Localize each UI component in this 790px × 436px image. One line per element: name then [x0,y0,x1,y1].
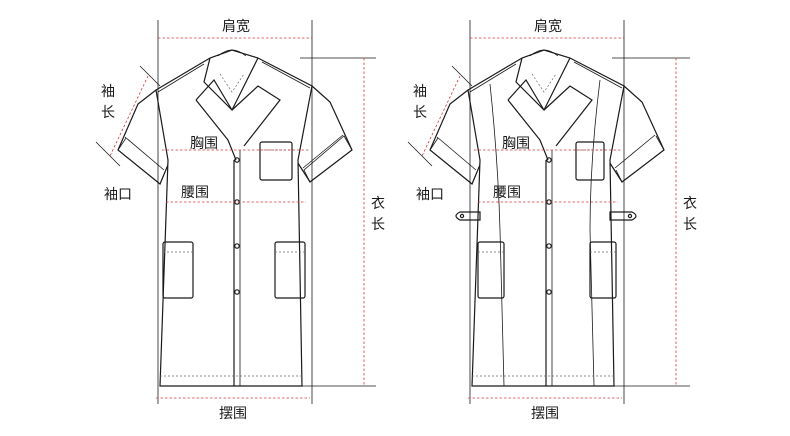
waist-label: 腰围 [493,185,521,201]
lab-coat-front-view: 肩宽 袖 长 胸围 袖口 腰围 衣 长 摆围 [95,18,385,422]
shoulder-width-label: 肩宽 [222,18,250,35]
sleeve-length-label-top: 袖 [413,84,427,100]
measurement-lines [407,20,690,404]
coat-length-label-bottom: 长 [683,217,697,233]
coat-length-label-top: 衣 [683,196,697,212]
waist-label: 腰围 [181,185,209,201]
shoulder-width-label: 肩宽 [534,18,562,35]
coat-length-label-bottom: 长 [371,217,385,233]
coat-outline [429,49,665,387]
measurement-lines [95,20,376,404]
hem-label: 摆围 [219,406,247,422]
hem-label: 摆围 [531,406,559,422]
lab-coat-front-view-belted: 肩宽 袖 长 胸围 袖口 腰围 衣 长 摆围 [407,18,697,422]
chest-label: 胸围 [502,136,530,152]
coat-length-label-top: 衣 [371,196,385,212]
cuff-label: 袖口 [104,187,132,203]
sleeve-length-label-top: 袖 [101,84,115,100]
coat-outline [117,49,353,387]
chest-label: 胸围 [190,136,218,152]
sleeve-length-label-bottom: 长 [413,105,427,121]
sleeve-length-label-bottom: 长 [101,105,115,121]
cuff-label: 袖口 [416,187,444,203]
